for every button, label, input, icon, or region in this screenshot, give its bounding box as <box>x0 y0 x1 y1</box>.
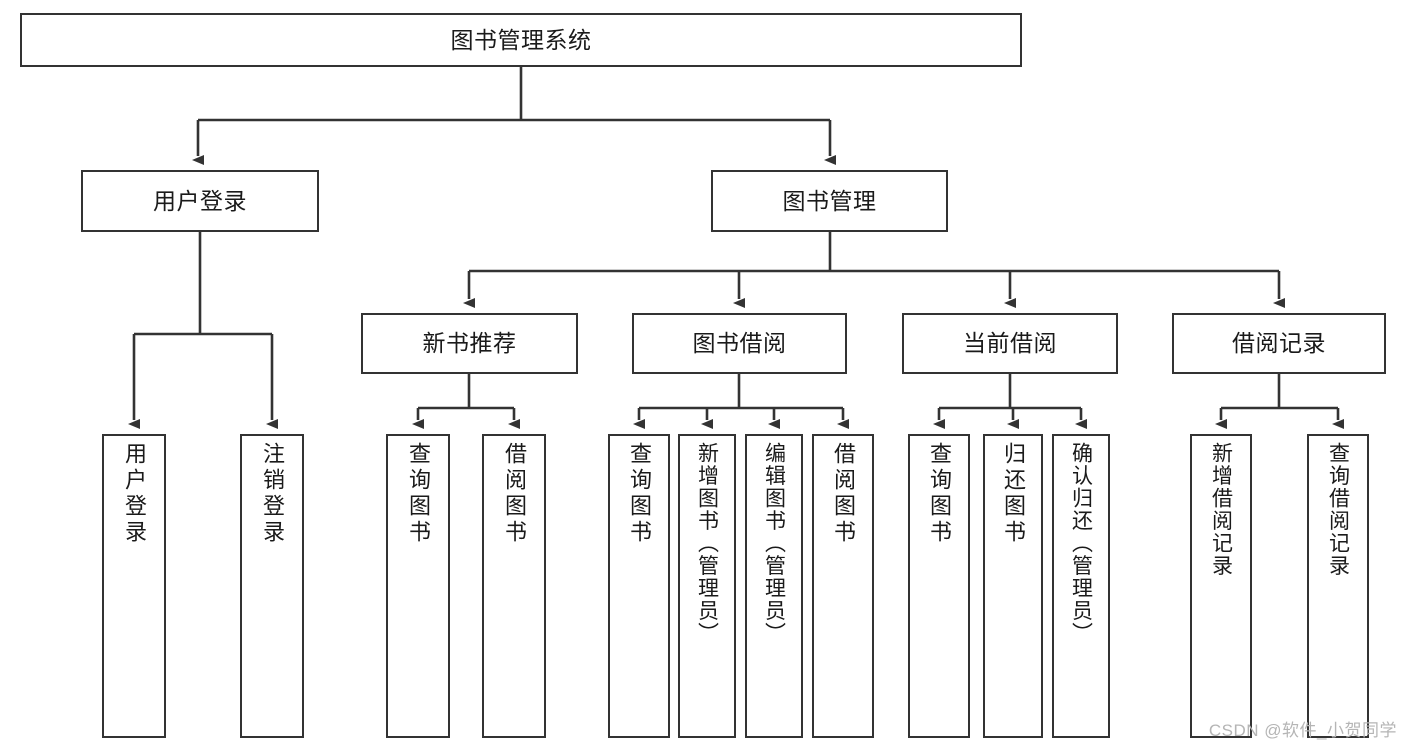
node-leaf-user-logout-label: 注销登录 <box>260 442 285 546</box>
node-user-login-label: 用户登录 <box>153 187 247 214</box>
node-leaf-query-book-current[interactable]: 查询图书 <box>908 434 970 738</box>
node-leaf-borrow-book-recommend-label: 借阅图书 <box>502 442 527 546</box>
node-leaf-add-borrow-record-label: 新增借阅记录 <box>1209 442 1233 577</box>
node-new-book-recommend[interactable]: 新书推荐 <box>361 313 578 374</box>
node-book-borrow-label: 图书借阅 <box>692 330 787 357</box>
node-leaf-query-borrow-record[interactable]: 查询借阅记录 <box>1307 434 1369 738</box>
node-leaf-query-borrow-record-label: 查询借阅记录 <box>1326 442 1350 577</box>
node-current-borrow-label: 当前借阅 <box>963 330 1057 357</box>
node-leaf-borrow-book[interactable]: 借阅图书 <box>812 434 874 738</box>
node-leaf-user-login-label: 用户登录 <box>122 442 147 546</box>
node-leaf-edit-book-label: 编辑图书（管理员） <box>762 442 786 645</box>
csdn-watermark: CSDN @软件_小贺同学 <box>1208 721 1397 740</box>
node-leaf-confirm-return[interactable]: 确认归还（管理员） <box>1052 434 1110 738</box>
node-root[interactable]: 图书管理系统 <box>20 13 1022 67</box>
node-leaf-query-book-recommend-label: 查询图书 <box>406 442 431 546</box>
node-leaf-user-logout[interactable]: 注销登录 <box>240 434 304 738</box>
node-book-management-label: 图书管理 <box>782 187 877 214</box>
node-user-login[interactable]: 用户登录 <box>81 170 319 232</box>
node-leaf-add-book[interactable]: 新增图书（管理员） <box>678 434 736 738</box>
node-leaf-add-book-label: 新增图书（管理员） <box>695 442 719 645</box>
node-leaf-edit-book[interactable]: 编辑图书（管理员） <box>745 434 803 738</box>
node-leaf-return-book[interactable]: 归还图书 <box>983 434 1043 738</box>
node-leaf-confirm-return-label: 确认归还（管理员） <box>1069 442 1093 645</box>
node-leaf-borrow-book-label: 借阅图书 <box>831 442 856 546</box>
node-leaf-query-book-borrow[interactable]: 查询图书 <box>608 434 670 738</box>
node-borrow-record[interactable]: 借阅记录 <box>1172 313 1386 374</box>
node-leaf-borrow-book-recommend[interactable]: 借阅图书 <box>482 434 546 738</box>
node-leaf-query-book-borrow-label: 查询图书 <box>627 442 652 546</box>
node-new-book-recommend-label: 新书推荐 <box>422 330 517 357</box>
node-book-management[interactable]: 图书管理 <box>711 170 948 232</box>
node-leaf-user-login[interactable]: 用户登录 <box>102 434 166 738</box>
node-book-borrow[interactable]: 图书借阅 <box>632 313 847 374</box>
node-root-label: 图书管理系统 <box>450 26 592 53</box>
node-leaf-return-book-label: 归还图书 <box>1001 442 1026 546</box>
node-borrow-record-label: 借阅记录 <box>1232 330 1326 357</box>
node-current-borrow[interactable]: 当前借阅 <box>902 313 1118 374</box>
node-leaf-query-book-recommend[interactable]: 查询图书 <box>386 434 450 738</box>
node-leaf-query-book-current-label: 查询图书 <box>927 442 952 546</box>
node-leaf-add-borrow-record[interactable]: 新增借阅记录 <box>1190 434 1252 738</box>
